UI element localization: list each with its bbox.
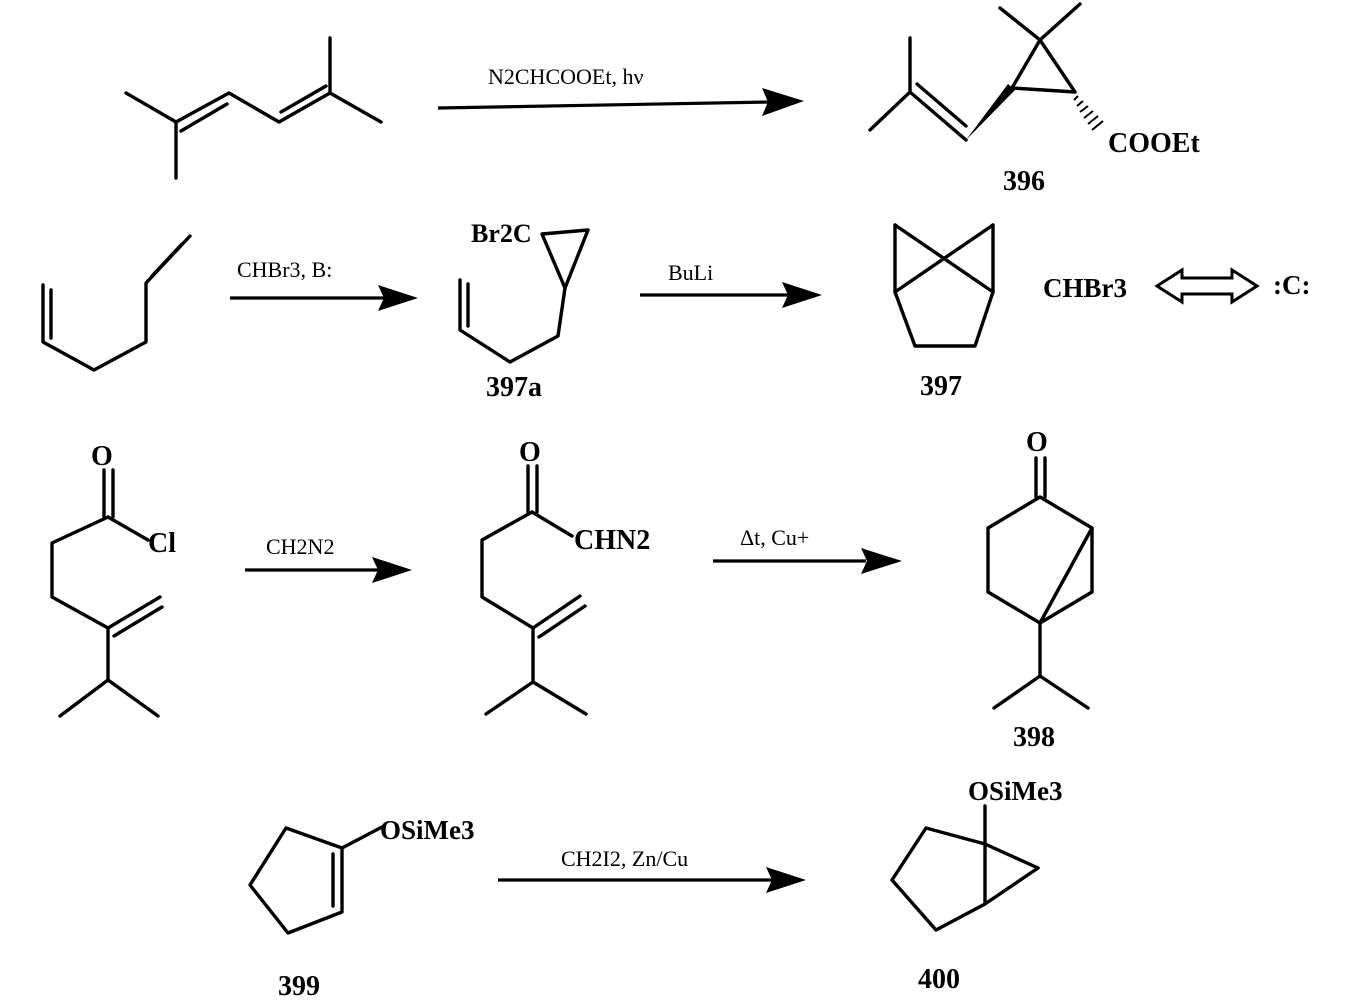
dibromocarbon-label: Br2C bbox=[471, 219, 532, 248]
compound-label-397: 397 bbox=[920, 371, 962, 402]
retrosynthesis-arrow bbox=[1154, 267, 1260, 305]
carbonyl-oxygen-label: O bbox=[91, 441, 113, 472]
heptadiene-reactant bbox=[41, 234, 192, 372]
arrow-4 bbox=[498, 867, 806, 893]
diazoketone-intermediate bbox=[480, 464, 588, 716]
reagent-4: CH2I2, Zn/Cu bbox=[561, 846, 688, 871]
reagent-1: N2CHCOOEt, hν bbox=[488, 64, 643, 89]
wedge-bond bbox=[966, 84, 1015, 140]
bicyclic-silyl-ether-400 bbox=[890, 804, 1040, 932]
ketone-oxygen-label: O bbox=[1026, 427, 1048, 458]
carbene-label: :C: bbox=[1273, 270, 1310, 300]
compound-label-400: 400 bbox=[918, 964, 960, 995]
cyclopropane-ester-396 bbox=[868, 2, 1104, 142]
dibromocyclopropane-397a bbox=[458, 228, 590, 364]
acid-chloride-reactant bbox=[50, 468, 164, 718]
compound-label-397a: 397a bbox=[486, 372, 542, 403]
compound-label-399: 399 bbox=[278, 971, 320, 1002]
silyl-ether-label-400: OSiMe3 bbox=[968, 776, 1063, 806]
bromoform-label: CHBr3 bbox=[1043, 273, 1127, 303]
tricyclic-397 bbox=[893, 223, 995, 348]
arrow-3b bbox=[713, 548, 902, 574]
hashed-bond bbox=[1073, 95, 1104, 131]
ester-group-label: COOEt bbox=[1108, 128, 1200, 159]
compound-label-396: 396 bbox=[1003, 166, 1045, 197]
arrow-2a bbox=[230, 285, 418, 311]
reagent-3a: CH2N2 bbox=[266, 534, 334, 559]
diene-reactant bbox=[124, 36, 383, 180]
arrow-3a bbox=[245, 557, 412, 583]
arrow-2b bbox=[640, 282, 822, 308]
compound-label-398: 398 bbox=[1013, 722, 1055, 753]
silyl-enol-ether-399 bbox=[248, 825, 384, 935]
arrow-1 bbox=[437, 88, 804, 116]
chloride-label: Cl bbox=[148, 528, 176, 559]
silyl-ether-label-399: OSiMe3 bbox=[380, 815, 475, 845]
reagent-3b: Δt, Cu+ bbox=[740, 525, 809, 550]
diazoketone-oxygen-label: O bbox=[519, 437, 541, 468]
reagent-2a: CHBr3, B: bbox=[237, 257, 332, 282]
bicyclic-ketone-398 bbox=[986, 456, 1094, 710]
diazo-group-label: CHN2 bbox=[574, 525, 650, 556]
reagent-2b: BuLi bbox=[668, 260, 713, 285]
